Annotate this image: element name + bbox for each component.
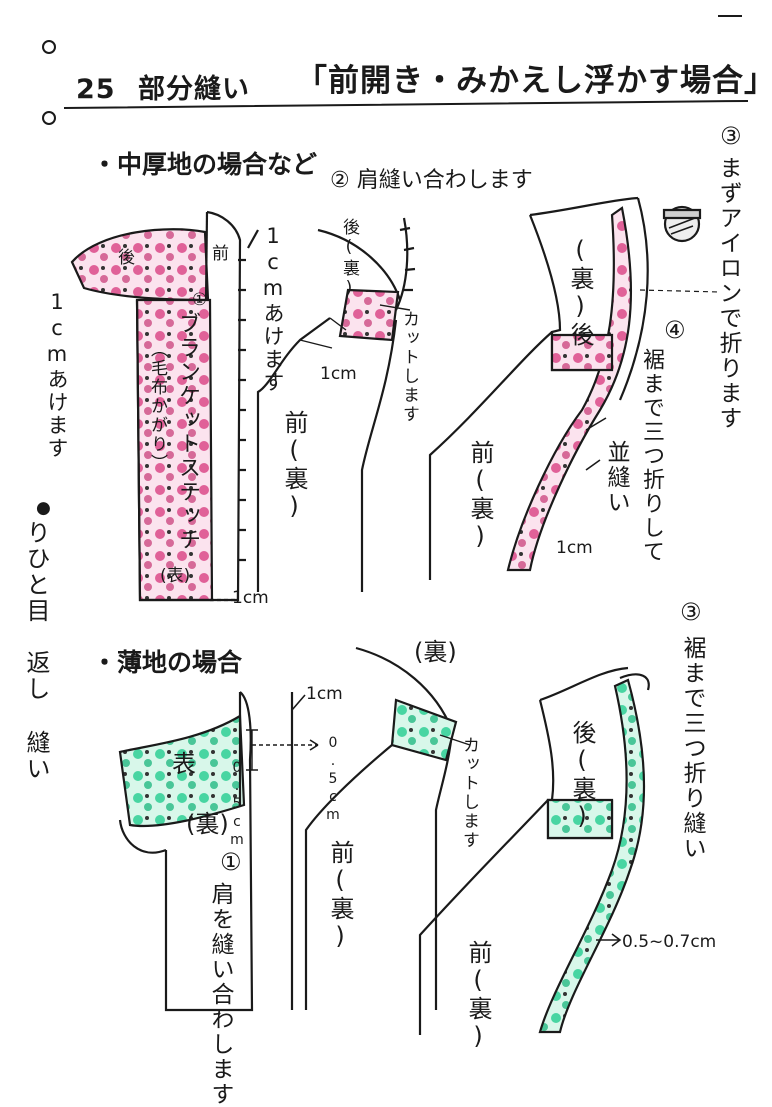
step4-dimension: 1cm <box>556 538 593 558</box>
step3-back-label: (裏)後 <box>566 236 594 348</box>
step4-running-stitch: 並縫い <box>603 440 629 515</box>
thin-step1-number: ① <box>220 848 242 876</box>
front-label: 前 <box>212 244 229 264</box>
step-number: ① <box>192 290 208 310</box>
thin-face-label: 表 <box>172 750 196 778</box>
header-underline <box>63 100 749 109</box>
thin-step3-dimension: 0.5~0.7cm <box>622 932 717 952</box>
side-note-line-3: 縫い <box>22 730 50 782</box>
step2-cut-note: カットします <box>399 310 419 424</box>
side-note-line-2: 返し <box>22 650 50 702</box>
thin-step3-number: ③ <box>680 598 702 626</box>
thin-dim-inner: 0.5cm <box>229 760 245 850</box>
step3-number: ③ <box>720 122 742 150</box>
step2-title: ② 肩縫い合わします <box>330 168 533 193</box>
section-heading-thin: ・薄地の場合 <box>92 648 243 677</box>
top-step1-garment <box>70 210 259 602</box>
thin-step1-text: 肩を縫い合わします <box>207 882 233 1107</box>
step3-iron-note: まずアイロンで折ります <box>715 156 741 431</box>
hole-mark <box>42 111 56 125</box>
thin-step3-front-label: 前(裏) <box>464 940 492 1052</box>
section-heading-medium: ・中厚地の場合など <box>92 150 318 179</box>
thin-step3-text: 裾まで三つ折り縫い <box>679 636 705 861</box>
thin-dim-top: 1cm <box>306 684 343 704</box>
bottom-step3-garment <box>418 666 650 1035</box>
bottom-spacing-note: 1cm <box>232 588 269 608</box>
step2-front-label: 前(裏) <box>280 410 308 522</box>
thin-back-label: (裏) <box>186 810 229 838</box>
face-label: (表) <box>160 566 191 586</box>
bottom-step2-garment <box>304 646 471 1010</box>
step2-back-label: 後(裏) <box>339 218 359 300</box>
thin-step3-back-label: 後(裏) <box>568 720 596 832</box>
top-step2-garment <box>256 217 416 592</box>
step3-front-label: 前(裏) <box>466 440 494 552</box>
section-number: 25 <box>76 74 116 105</box>
hole-mark <box>42 40 56 54</box>
bottom-step1-garment <box>118 691 319 1012</box>
thin-step2-back-label: (裏) <box>414 638 457 666</box>
right-spacing-note: 1cmあけます <box>261 224 285 394</box>
back-label: 後 <box>118 248 135 268</box>
left-spacing-note: 1cmあけます <box>45 290 69 460</box>
blanket-stitch-label: ブランケットステッチ <box>175 312 200 552</box>
thin-step2-cut-note: カットします <box>459 736 479 850</box>
side-note-bullet: ● <box>36 498 51 518</box>
step4-fold-note: 裾まで三つ折りして <box>639 348 664 564</box>
side-note-line-1: りひと目 <box>22 520 50 624</box>
page-title: 「前開き・みかえし浮かす場合」 <box>296 63 772 99</box>
thin-dim-side: 0.5cm <box>325 735 341 825</box>
step2-dimension: 1cm <box>320 364 357 384</box>
thin-step2-front-label: 前(裏) <box>326 840 354 952</box>
blanket-stitch-paren: （毛布かがり） <box>147 340 167 473</box>
step4-number: ④ <box>664 316 686 344</box>
top-step3-garment <box>428 196 721 580</box>
header-category: 部分縫い <box>138 74 250 105</box>
